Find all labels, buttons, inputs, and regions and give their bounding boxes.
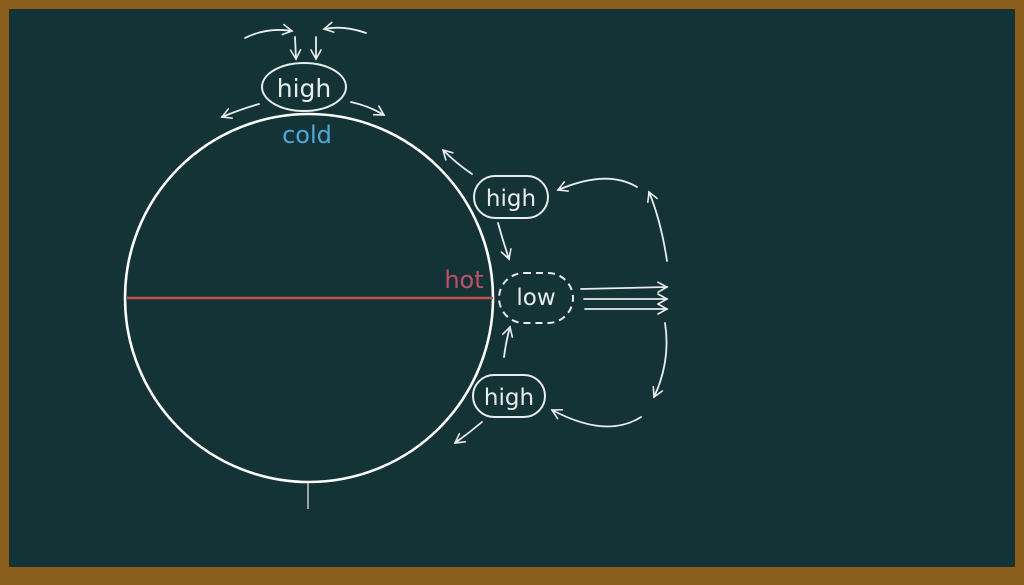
arrow-outflow-left	[220, 103, 260, 119]
upper-high-ellipse	[473, 175, 549, 219]
arrow-bottom-return	[550, 408, 642, 428]
arrow-upper-high-to-low	[497, 222, 512, 261]
cold-label: cold	[282, 121, 332, 149]
pole-arrows	[220, 21, 386, 119]
arrow-inflow-right	[322, 21, 367, 34]
pole-high-ellipse	[261, 62, 347, 112]
arrow-up-return	[647, 190, 668, 262]
arrow-upper-high-out	[441, 148, 473, 175]
arrow-down-left	[289, 36, 302, 61]
lower-high-label: high	[484, 385, 534, 411]
pole-high-label: high	[277, 74, 332, 103]
cell-arrows	[441, 148, 669, 444]
arrow-inflow-left	[244, 23, 294, 39]
upper-high-label: high	[486, 186, 536, 212]
arrow-lower-high-out	[453, 421, 483, 444]
arrow-down-return	[652, 322, 668, 399]
low-label: low	[516, 285, 555, 311]
arrow-top-return	[556, 177, 638, 192]
arrow-rise-1	[580, 281, 669, 294]
lower-high-ellipse	[472, 374, 546, 418]
arrow-lower-high-to-low	[501, 325, 514, 358]
hot-label: hot	[444, 266, 483, 294]
atmospheric-circulation-diagram: high cold high low hot high	[123, 21, 669, 509]
arrow-outflow-right	[350, 101, 386, 116]
low-ellipse	[498, 272, 574, 324]
